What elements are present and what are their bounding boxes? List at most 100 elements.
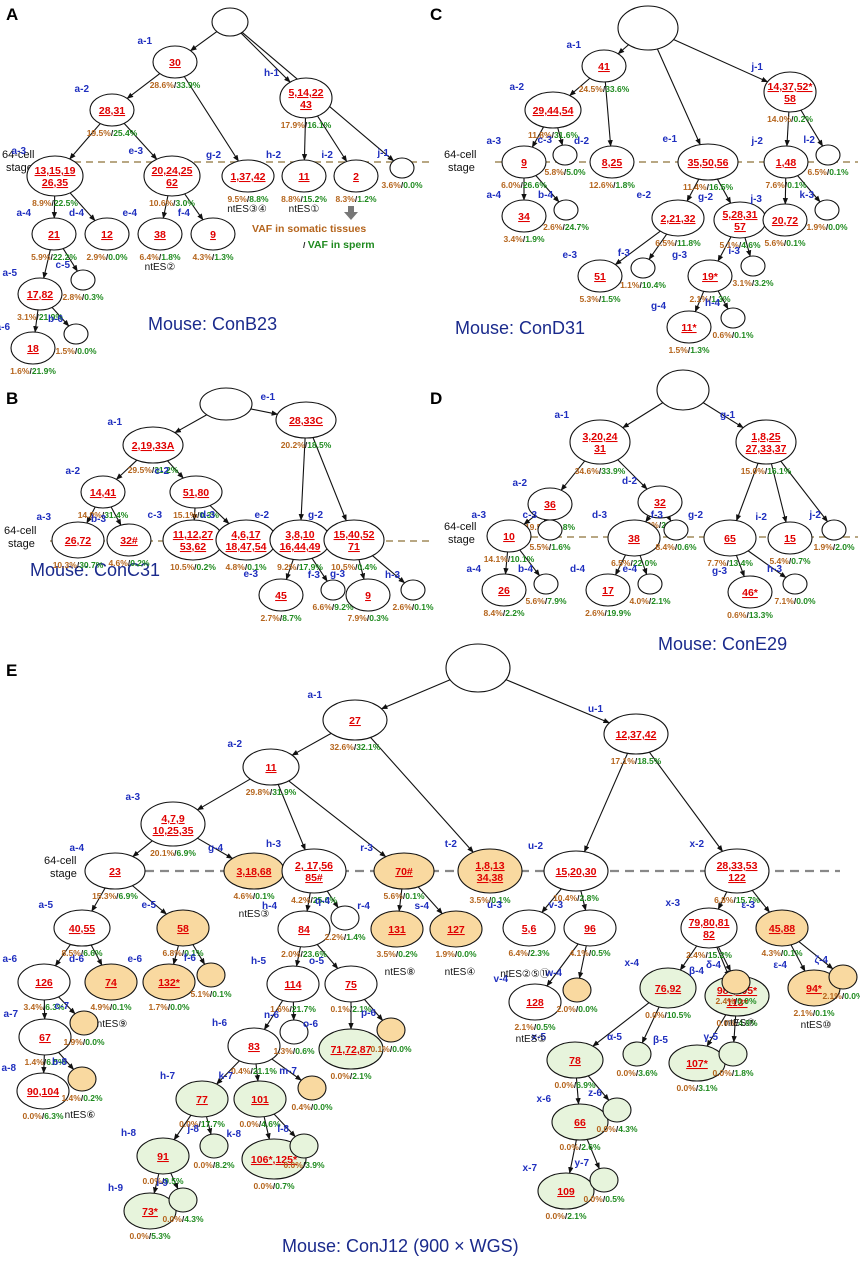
vaf-somatic: 2.1% — [689, 294, 709, 304]
vaf-sperm: 19.9% — [607, 608, 632, 618]
node-ellipse — [289, 1133, 319, 1159]
node-mutations: 127 — [447, 924, 465, 936]
vaf-somatic: 6.4% — [508, 948, 528, 958]
node-id: h-5 — [251, 956, 266, 967]
edge-d-3-e-4 — [639, 555, 648, 576]
lineage-node: x-476,920.0%/10.5% — [625, 958, 697, 1020]
node-ellipse — [589, 1167, 619, 1193]
node-id: b-4 — [538, 190, 553, 201]
vaf-sperm: 6.9% — [576, 1080, 596, 1090]
node-vaf: 7.6%/0.1% — [765, 180, 807, 190]
vaf-slash: / — [826, 222, 829, 232]
node-ellipse — [603, 713, 669, 755]
vaf-slash: / — [174, 848, 177, 858]
node-mutations: 12,37,42 — [616, 729, 657, 741]
root-node — [656, 369, 710, 411]
lineage-node: e-22,21,326.5%/11.8% — [637, 190, 705, 248]
node-id: j-2 — [808, 510, 821, 521]
lineage-node: b-332#4.6%/0.2% — [91, 514, 152, 568]
node-id: a-1 — [555, 410, 570, 421]
node-ellipse — [266, 965, 320, 1003]
vaf-slash: / — [833, 542, 836, 552]
vaf-slash: / — [794, 596, 797, 606]
vaf-sperm: 0.1% — [212, 989, 232, 999]
panel-label: E — [6, 661, 17, 680]
vaf-slash: / — [355, 194, 358, 204]
vaf-slash: / — [300, 949, 303, 959]
lineage-node: g-411*1.5%/1.3% — [651, 301, 712, 355]
vaf-slash: / — [688, 345, 691, 355]
node-vaf: 10.6%/3.0% — [149, 198, 195, 208]
node-vaf: 1.9%/0.0% — [435, 949, 477, 959]
panel-label: A — [6, 5, 18, 24]
node-ellipse — [677, 143, 739, 181]
vaf-slash: / — [579, 1142, 582, 1152]
node-id: y-7 — [575, 1158, 590, 1169]
node-ellipse — [53, 909, 111, 947]
vaf-sperm: 23.6% — [303, 949, 328, 959]
vaf-sperm: 2.1% — [567, 1211, 587, 1221]
vaf-sperm: 13.3% — [749, 610, 774, 620]
node-mutations: 1,8,25 — [751, 431, 780, 443]
vaf-sperm: 4.3% — [184, 1214, 204, 1224]
vaf-slash: / — [390, 1044, 393, 1054]
vaf-slash: / — [630, 558, 633, 568]
edge-h-4-o-5 — [316, 944, 339, 970]
node-mutations: 45,88 — [769, 923, 795, 935]
vaf-sperm: 2.6% — [581, 1142, 601, 1152]
vaf-slash: / — [746, 610, 749, 620]
vaf-sperm: 9.2% — [334, 602, 354, 612]
node-vaf: 8.8%/15.2% — [281, 194, 327, 204]
node-vaf: 6.5%/0.1% — [807, 167, 849, 177]
vaf-sperm: 1.3% — [214, 252, 234, 262]
node-ellipse — [63, 323, 89, 345]
vaf-slash: / — [42, 1111, 45, 1121]
node-id: i-3 — [728, 246, 740, 257]
vaf-somatic: 34.6% — [575, 466, 600, 476]
edge-a-1-d-2 — [604, 81, 613, 147]
node-vaf: 0.0%/6.9% — [554, 1080, 596, 1090]
node-ellipse — [607, 519, 661, 557]
node-ellipse — [589, 145, 635, 179]
edge-j-1-j-2 — [784, 111, 790, 147]
edge-a-4-a-5 — [91, 887, 106, 912]
lineage-node: γ-50.0%/1.8% — [704, 1032, 754, 1078]
vaf-slash: / — [273, 1181, 276, 1191]
node-ellipse — [26, 155, 84, 197]
vaf-sperm: 8.7% — [282, 613, 302, 623]
node-id: d-3 — [592, 510, 607, 521]
node-vaf: 8.3%/1.2% — [335, 194, 377, 204]
node-vaf: 34.6%/33.9% — [575, 466, 626, 476]
node-mutations: 36 — [544, 499, 556, 511]
node-id: o-6 — [303, 1019, 318, 1030]
node-mutations: 10,25,35 — [153, 825, 194, 837]
edge-β-4-γ-5 — [731, 1015, 737, 1043]
edges — [503, 402, 828, 578]
vaf-somatic: 0.6% — [727, 610, 747, 620]
node-mutations: 51,80 — [183, 487, 209, 499]
vaf-slash: / — [213, 1160, 216, 1170]
vaf-slash: / — [250, 1066, 253, 1076]
node-vaf: 0.0%/3.1% — [676, 1083, 718, 1093]
node-id: e-2 — [255, 510, 270, 521]
vaf-sperm: 22.0% — [633, 558, 658, 568]
node-mutations: 17 — [602, 585, 614, 597]
node-vaf: 1.9%/0.0% — [63, 1037, 105, 1047]
vaf-somatic: 0.0% — [676, 1083, 696, 1093]
edge-d-3-d-4 — [615, 554, 626, 576]
node-ellipse — [651, 199, 705, 237]
vaf-somatic: 0.0% — [239, 1119, 259, 1129]
edge-a-1-a-2 — [560, 460, 586, 491]
node-ellipse — [546, 1041, 604, 1079]
